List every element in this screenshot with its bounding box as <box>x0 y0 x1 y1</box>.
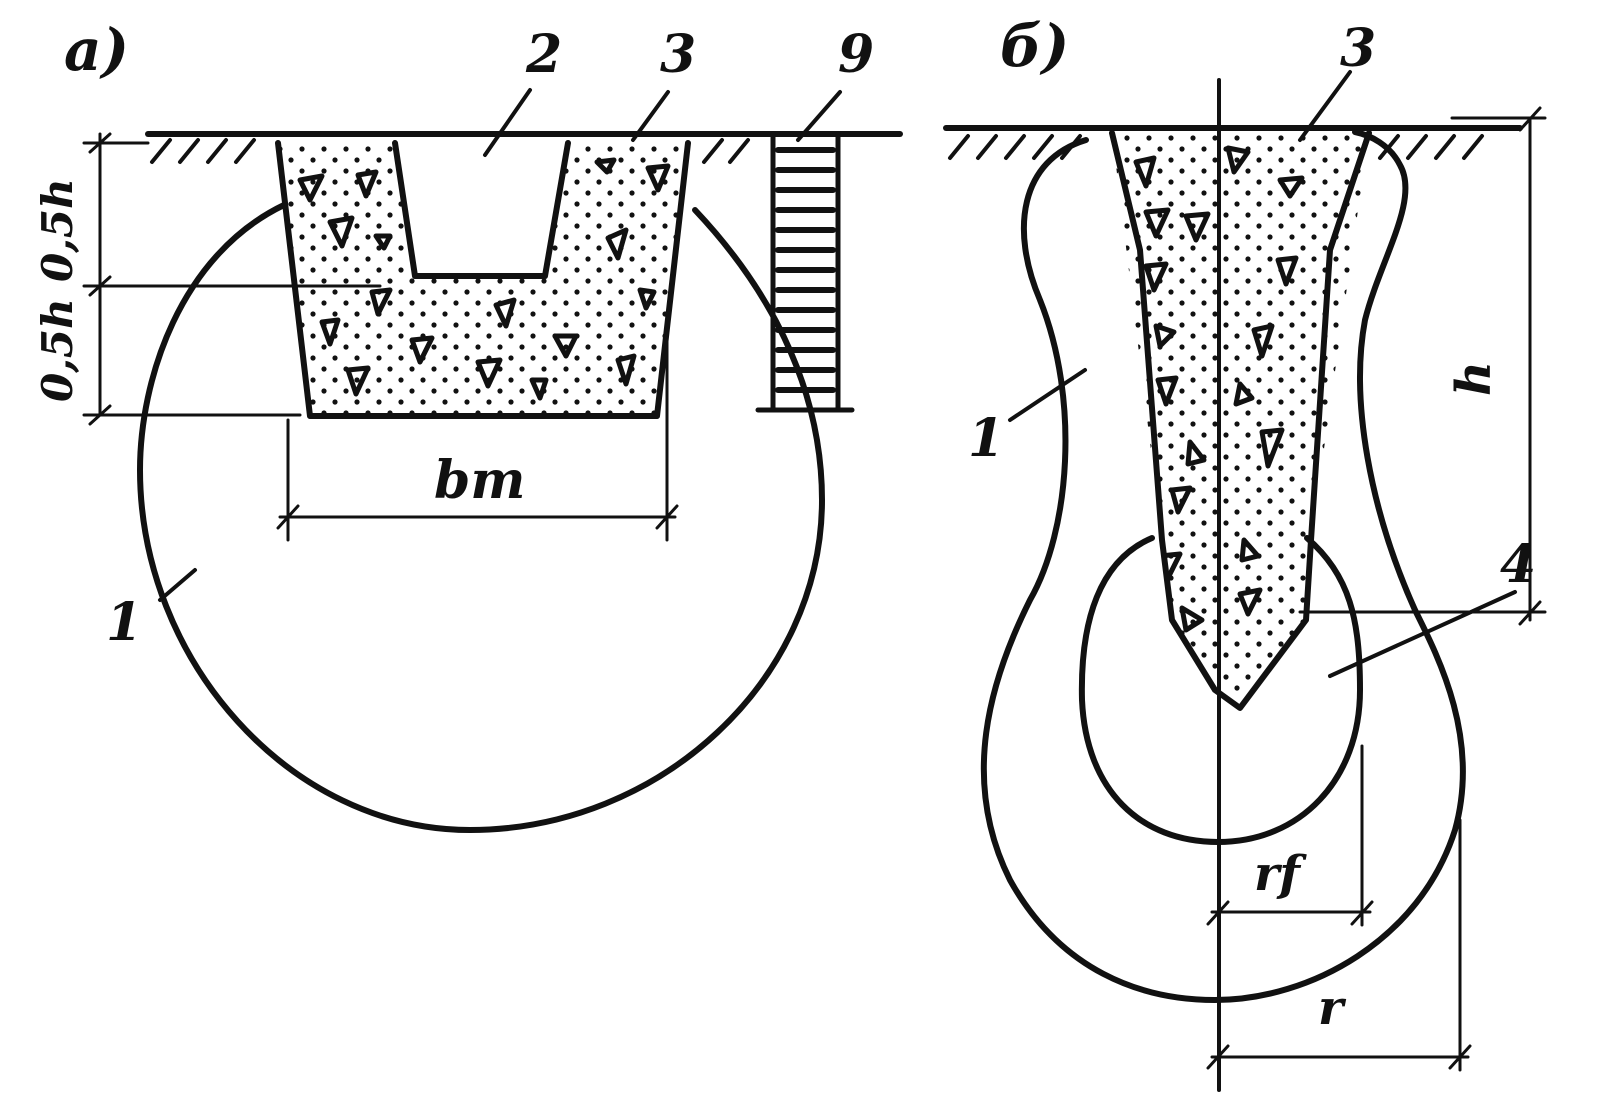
ground-hatching-b <box>948 134 1484 160</box>
dim-radius-outer-b: r <box>1318 980 1347 1036</box>
dimension-lines-b <box>1206 106 1547 1072</box>
panel-label-a: а) <box>64 16 129 84</box>
foundation-cut-a <box>392 140 571 279</box>
callout-2-a: 2 <box>525 24 562 85</box>
ground-hatching-a <box>150 138 750 164</box>
aggregate-a <box>297 157 671 401</box>
callout-1-a: 1 <box>106 592 142 653</box>
callout-4-b: 4 <box>1500 534 1536 595</box>
compaction-zone-a <box>137 202 825 833</box>
concrete-outline-a <box>275 140 691 419</box>
panel-a: а) 2 3 9 1 bm 0,5h 0,5h <box>33 16 903 833</box>
sheet-wall-a <box>755 131 855 413</box>
dim-lower-half-a: 0,5h <box>33 298 82 402</box>
aggregate-b <box>1133 145 1305 633</box>
dim-radius-inner-b: rf <box>1254 846 1307 902</box>
compaction-zone-b <box>980 129 1466 1003</box>
panel-label-b: б) <box>1000 12 1069 80</box>
dimension-lines-a <box>82 132 679 542</box>
dim-upper-half-a: 0,5h <box>33 178 82 282</box>
callout-3-a: 3 <box>660 24 696 85</box>
concrete-filling-a <box>278 143 688 416</box>
leader-lines-a <box>158 88 842 602</box>
callout-3-b: 3 <box>1340 18 1376 79</box>
dim-depth-b: h <box>1446 361 1502 396</box>
pile-outline-b <box>1109 130 1372 711</box>
dim-width-a: bm <box>434 450 525 511</box>
leader-lines-b <box>1008 70 1517 678</box>
panel-b: б) 3 1 4 h rf r <box>943 12 1547 1092</box>
callout-1-b: 1 <box>968 408 1004 469</box>
callout-9-a: 9 <box>838 24 874 85</box>
